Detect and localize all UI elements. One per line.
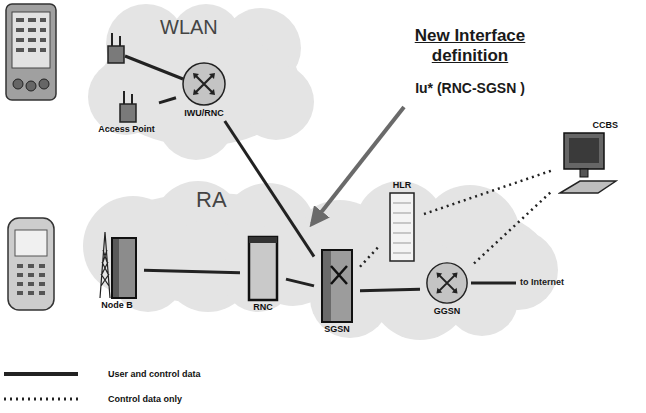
legend-row: Control data only: [2, 393, 182, 405]
phone-icon: [8, 218, 54, 310]
access-point: Access Point: [94, 88, 159, 137]
legend-line: [4, 372, 78, 376]
pc-symbol: [558, 131, 618, 197]
legend-sample: [2, 368, 80, 380]
legend-row: User and control data: [2, 368, 201, 380]
node-label: Access Point: [98, 124, 155, 135]
sgsn-symbol-part: [323, 251, 331, 321]
internet-label: to Internet: [520, 277, 564, 287]
interface-title-holder: New Interface definition: [385, 26, 555, 65]
node-label: GGSN: [434, 306, 461, 317]
sgsn-symbol-part: [331, 266, 347, 284]
legend-sample: [2, 393, 80, 405]
circle-symbol-part: [195, 75, 213, 93]
data-link: [360, 289, 420, 291]
pda-body: [6, 4, 56, 100]
pda-button: [13, 79, 23, 89]
phone-body: [8, 218, 54, 310]
control-link: [424, 170, 553, 214]
pda-screen-icons: [16, 20, 46, 50]
pda-button: [39, 79, 49, 89]
hlr-box: HLR: [380, 178, 424, 265]
pda-icon: [6, 4, 56, 100]
pda-button: [26, 81, 36, 91]
antenna-rod: [111, 33, 113, 46]
pda-screen: [12, 12, 50, 68]
tower-symbol-part: [113, 239, 119, 297]
iwu-rnc-router: IWU/RNC: [176, 58, 232, 121]
rnc-symbol-part: [249, 237, 277, 300]
legend-line: [4, 398, 78, 401]
circle-symbol-part: [183, 63, 225, 105]
hlr-symbol: [384, 191, 420, 263]
node-b-tower: Node B: [90, 226, 144, 313]
ggsn-router: GGSN: [420, 258, 474, 319]
control-link: [474, 190, 553, 263]
circle-symbol-part: [427, 263, 467, 303]
hlr-symbol-part: [393, 203, 411, 253]
pc-symbol-part: [560, 181, 616, 193]
node-label: CCBS: [592, 120, 618, 131]
circle-symbol-part: [193, 73, 215, 95]
sgsn-symbol-part: [322, 250, 352, 322]
internet-link: [471, 282, 516, 285]
rnc-symbol-part: [249, 237, 277, 243]
pc-symbol-part: [564, 133, 604, 169]
pc-symbol-part: [580, 169, 588, 177]
node-label: SGSN: [324, 324, 350, 335]
circle-symbol: [180, 60, 228, 108]
antenna-rod: [119, 36, 121, 46]
ra-cloud: RA Node B RNC: [78, 176, 340, 314]
legend-text: Control data only: [108, 394, 182, 404]
tower-symbol-part: [112, 238, 136, 298]
cloud-title: RA: [196, 188, 227, 212]
ccbs-computer: CCBS: [553, 118, 621, 199]
node-label: Node B: [101, 300, 133, 311]
phone-screen: [15, 230, 47, 256]
wlan-cloud: WLAN Access Point IWU/RNC: [86, 2, 314, 160]
pc-symbol-part: [569, 138, 599, 163]
interface-title: New Interface definition: [385, 26, 555, 65]
antenna-symbol-part: [131, 94, 133, 104]
antenna-symbol-part: [120, 104, 136, 122]
tower-symbol: [94, 228, 140, 300]
circle-symbol-part: [438, 274, 455, 291]
antenna-symbol: [112, 90, 142, 124]
interface-name: Iu* (RNC-SGSN ): [400, 80, 540, 96]
core-cloud: [290, 181, 558, 340]
circle-symbol: [424, 260, 470, 306]
control-link: [360, 245, 380, 267]
circle-symbol-part: [436, 272, 457, 293]
internet-label-holder: to Internet: [520, 277, 564, 287]
antenna-symbol-part: [123, 91, 125, 104]
rnc-box: RNC: [240, 232, 286, 315]
sgsn-box: SGSN: [314, 246, 360, 337]
legend-text: User and control data: [108, 369, 201, 379]
node-label: HLR: [393, 180, 412, 191]
interface-name-holder: Iu* (RNC-SGSN ): [400, 80, 540, 96]
phone-keypad: [17, 266, 45, 293]
tower-symbol-part: [100, 232, 110, 298]
hlr-symbol-part: [390, 193, 414, 261]
rnc-symbol: [244, 234, 282, 302]
node-label: RNC: [253, 302, 273, 313]
node-label: IWU/RNC: [184, 108, 224, 119]
cloud-bump: [88, 59, 164, 135]
cloud-title: WLAN: [160, 16, 218, 38]
antenna-box: [108, 46, 124, 63]
sgsn-symbol: [318, 248, 356, 324]
